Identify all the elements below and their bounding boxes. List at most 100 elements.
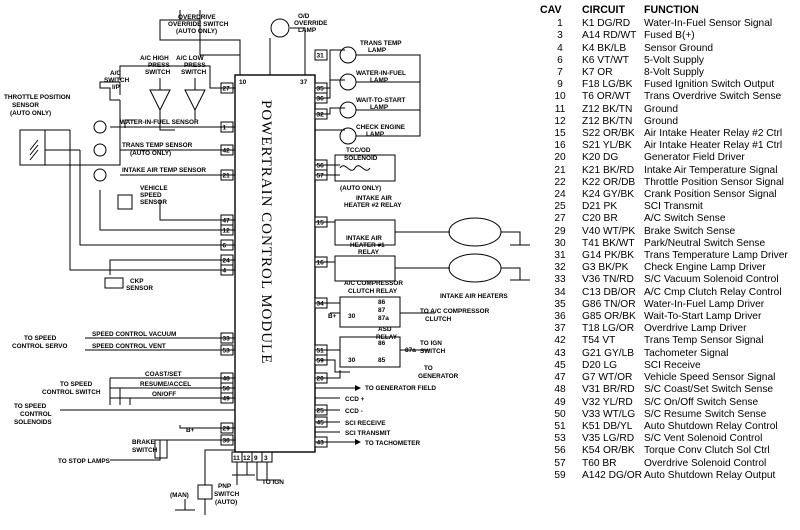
right-pin-number: 25 xyxy=(317,408,325,415)
left-pin-number: 12 xyxy=(223,228,231,235)
right-pin-number: 36 xyxy=(317,96,325,103)
ac-low-label-3: SWITCH xyxy=(181,69,207,76)
cav-cell: 21 xyxy=(554,164,566,176)
cav-cell: 56 xyxy=(554,445,566,457)
circuit-cell: K20 DG xyxy=(582,152,619,164)
to-ign-switch-label-2: SWITCH xyxy=(420,348,446,355)
circuit-cell: K7 OR xyxy=(582,67,613,79)
circuit-cell: T54 VT xyxy=(582,335,616,347)
trans-temp-lamp-label-2: LAMP xyxy=(368,47,387,54)
cav-cell: 32 xyxy=(554,262,566,274)
ac-high-label-3: SWITCH xyxy=(145,69,171,76)
cav-cell: 9 xyxy=(557,79,563,91)
pnp-label-3: (AUTO) xyxy=(215,499,237,506)
relay2-label-2: HEATER #2 RELAY xyxy=(344,202,402,209)
right-pin-number: 59 xyxy=(317,358,325,365)
pin-top-37: 37 xyxy=(300,79,308,86)
function-cell: S/C Vacuum Solenoid Control xyxy=(644,274,779,286)
function-cell: Trans Temp Sensor Signal xyxy=(644,335,764,347)
function-cell: A/C Switch Sense xyxy=(644,213,726,225)
function-cell: Fused B(+) xyxy=(644,30,695,42)
cav-cell: 3 xyxy=(557,30,563,42)
circuit-cell: K21 BK/RD xyxy=(582,164,635,176)
cav-cell: 51 xyxy=(554,420,566,432)
trans-temp-sensor-label-2: (AUTO ONLY) xyxy=(130,150,171,157)
pin-bottom-3: 3 xyxy=(264,455,268,462)
asd-86: 86 xyxy=(378,340,386,347)
right-pin-number: 32 xyxy=(317,112,325,119)
left-pin-number: 24 xyxy=(223,258,231,265)
od-switch-label-2: OVERRIDE SWITCH xyxy=(168,21,229,28)
cav-cell: 59 xyxy=(554,469,566,481)
function-cell: Ground xyxy=(644,115,678,127)
right-pin-number: 35 xyxy=(317,86,325,93)
ac-switch-label-3: I/P xyxy=(112,84,121,91)
circuit-cell: A14 RD/WT xyxy=(582,30,637,42)
function-cell: Intake Air Temperature Signal xyxy=(644,164,778,176)
stop-lamps-label: TO STOP LAMPS xyxy=(58,458,111,465)
cav-cell: 48 xyxy=(554,384,566,396)
function-cell: Brake Switch Sense xyxy=(644,225,736,237)
ac-relay-87a: 87a xyxy=(378,315,389,322)
cav-cell: 4 xyxy=(557,42,563,54)
circuit-cell: G7 WT/OR xyxy=(582,372,633,384)
cav-cell: 43 xyxy=(554,347,566,359)
man-label: (MAN) xyxy=(170,492,189,499)
circuit-cell: K4 BK/LB xyxy=(582,42,627,54)
wif-lamp-label-1: WATER-IN-FUEL xyxy=(356,70,406,77)
header-circuit: CIRCUIT xyxy=(582,4,625,16)
cav-cell: 27 xyxy=(554,213,566,225)
od-lamp-label-1: O/D xyxy=(298,13,310,20)
asd-30: 30 xyxy=(348,357,356,364)
right-pin-number: 51 xyxy=(317,348,325,355)
sc-vent-label: SPEED CONTROL VENT xyxy=(92,343,166,350)
circuit-cell: V36 TN/RD xyxy=(582,274,634,286)
to-sc-switch-label-1: TO SPEED xyxy=(60,381,93,388)
circuit-cell: C13 DB/OR xyxy=(582,286,636,298)
circuit-cell: S22 OR/BK xyxy=(582,128,635,140)
to-generator-label-1: TO xyxy=(424,365,433,372)
left-pin-number: 53 xyxy=(223,348,231,355)
to-servo-label-1: TO SPEED xyxy=(24,335,57,342)
function-cell: S/C Coast/Set Switch Sense xyxy=(644,384,774,396)
asd-label-1: ASD xyxy=(378,326,392,333)
sci-receive-label: SCI RECEIVE xyxy=(345,420,386,427)
relay-contact-labels: 86 87 87a 30 86 87a 85 30 xyxy=(348,299,416,364)
circuit-cell: G85 OR/BK xyxy=(582,311,636,323)
to-tach-label: TO TACHOMETER xyxy=(365,440,421,447)
header-function: FUNCTION xyxy=(644,4,699,16)
heaters-label: INTAKE AIR HEATERS xyxy=(440,293,508,300)
ac-relay-30: 30 xyxy=(348,313,356,320)
left-pin-number: 48 xyxy=(223,376,231,383)
ac-high-label-1: A/C HIGH xyxy=(140,55,169,62)
function-cell: Tachometer Signal xyxy=(644,347,729,359)
pin-bottom-11: 11 xyxy=(233,455,240,462)
function-cell: Crank Position Sensor Signal xyxy=(644,189,777,201)
ckp-label-1: CKP xyxy=(130,278,144,285)
relay1-label-1: INTAKE AIR xyxy=(346,235,382,242)
bplus-sc-label: B+ xyxy=(186,427,195,434)
circuit-cell: C20 BR xyxy=(582,213,618,225)
ccd-minus-label: CCD - xyxy=(345,408,363,415)
cav-cell: 11 xyxy=(554,103,566,115)
wif-lamp-label-2: LAMP xyxy=(370,77,389,84)
left-pin-number: 6 xyxy=(223,243,227,250)
trans-temp-sensor-label-1: TRANS TEMP SENSOR xyxy=(122,142,193,149)
function-cell: Wait-To-Start Lamp Driver xyxy=(644,311,762,323)
sc-vacuum-label: SPEED CONTROL VACUUM xyxy=(92,331,176,338)
function-cell: Fused Ignition Switch Output xyxy=(644,79,775,91)
wif-sensor-label: WATER-IN-FUEL SENSOR xyxy=(120,119,199,126)
function-cell: Water-In-Fuel Sensor Signal xyxy=(644,18,773,30)
left-pin-number: 30 xyxy=(223,438,231,445)
ccd-plus-label: CCD + xyxy=(345,396,365,403)
